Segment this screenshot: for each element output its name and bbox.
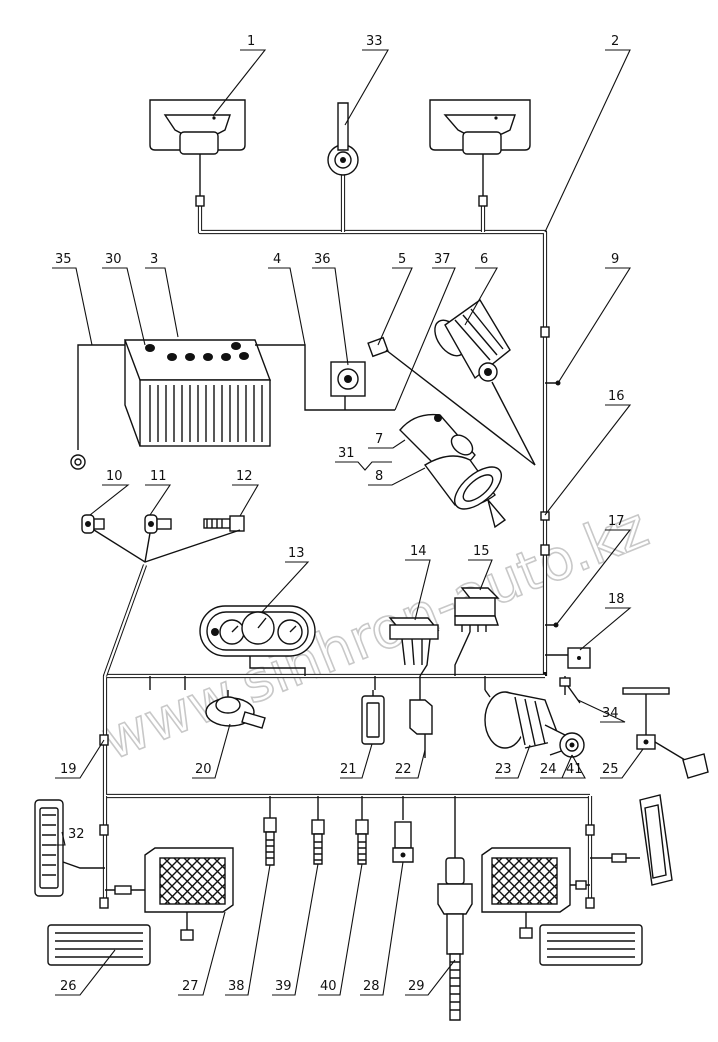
generator [434,298,536,466]
fan-23 [484,689,571,756]
sensor-12 [203,515,245,532]
rear-lamp-left [105,847,234,941]
callout-7: 7 [375,432,383,447]
callout-23: 23 [495,762,512,777]
callout-6: 6 [480,252,488,267]
callout-26: 26 [60,979,77,994]
cap-24-41 [559,732,585,758]
front-headlight-left [149,99,246,196]
step-plate-left [47,924,151,966]
callout-4: 4 [273,252,281,267]
callout-37: 37 [434,252,451,267]
reflector-right [590,794,673,886]
relay [330,361,366,410]
lamp-21 [361,690,385,745]
callout-14: 14 [410,544,427,559]
sensor-38 [263,817,277,866]
callout-38: 38 [228,979,245,994]
connector-block-15 [454,587,500,676]
horn [327,102,359,176]
callout-20: 20 [195,762,212,777]
relay-22 [409,690,433,758]
switch-11 [144,514,172,534]
callout-12: 12 [236,469,253,484]
battery [70,339,395,470]
main-harness [99,175,595,905]
bottom-connectors [99,897,595,909]
sensor-28 [392,821,414,863]
callout-30: 30 [105,252,122,267]
callout-36: 36 [314,252,331,267]
callout-15: 15 [473,544,490,559]
callout-39: 39 [275,979,292,994]
callout-13: 13 [288,546,305,561]
callout-34: 34 [602,706,619,721]
callout-24: 24 [540,762,557,777]
callout-3: 3 [150,252,158,267]
instrument-cluster [199,605,316,676]
callout-10: 10 [106,469,123,484]
reflector-left [34,799,105,897]
callout-35: 35 [55,252,72,267]
callout-19: 19 [60,762,77,777]
switch-20 [205,690,266,729]
sensor-40 [355,819,369,865]
callout-33: 33 [366,34,383,49]
callout-16: 16 [608,389,625,404]
connector-block-14 [388,617,440,677]
pedal-switch-25 [622,687,709,779]
callout-1: 1 [247,34,255,49]
callout-2: 2 [611,34,619,49]
callout-41: 41 [566,762,583,777]
callout-27: 27 [182,979,199,994]
sensor-5 [367,336,536,466]
callout-21: 21 [340,762,357,777]
callout-29: 29 [408,979,425,994]
callout-17: 17 [608,514,625,529]
callout-28: 28 [363,979,380,994]
leader-lines [45,49,644,996]
callout-32: 32 [68,827,85,842]
step-plate-right [539,924,643,966]
callout-labels: 1 2 3 4 5 6 7 8 9 10 11 12 13 14 15 16 1… [55,34,625,994]
junction-box-18 [545,647,591,669]
callout-31: 31 [338,446,355,461]
callout-8: 8 [375,469,383,484]
callout-5: 5 [398,252,406,267]
front-headlight-right [429,99,531,196]
callout-18: 18 [608,592,625,607]
switch-10 [81,514,105,534]
callout-9: 9 [611,252,619,267]
starter [399,413,507,529]
sensor-39 [311,819,325,865]
callout-25: 25 [602,762,619,777]
sender-29 [437,857,473,1021]
rear-lamp-right [481,847,590,939]
callout-40: 40 [320,979,337,994]
callout-22: 22 [395,762,412,777]
callout-11: 11 [150,469,167,484]
